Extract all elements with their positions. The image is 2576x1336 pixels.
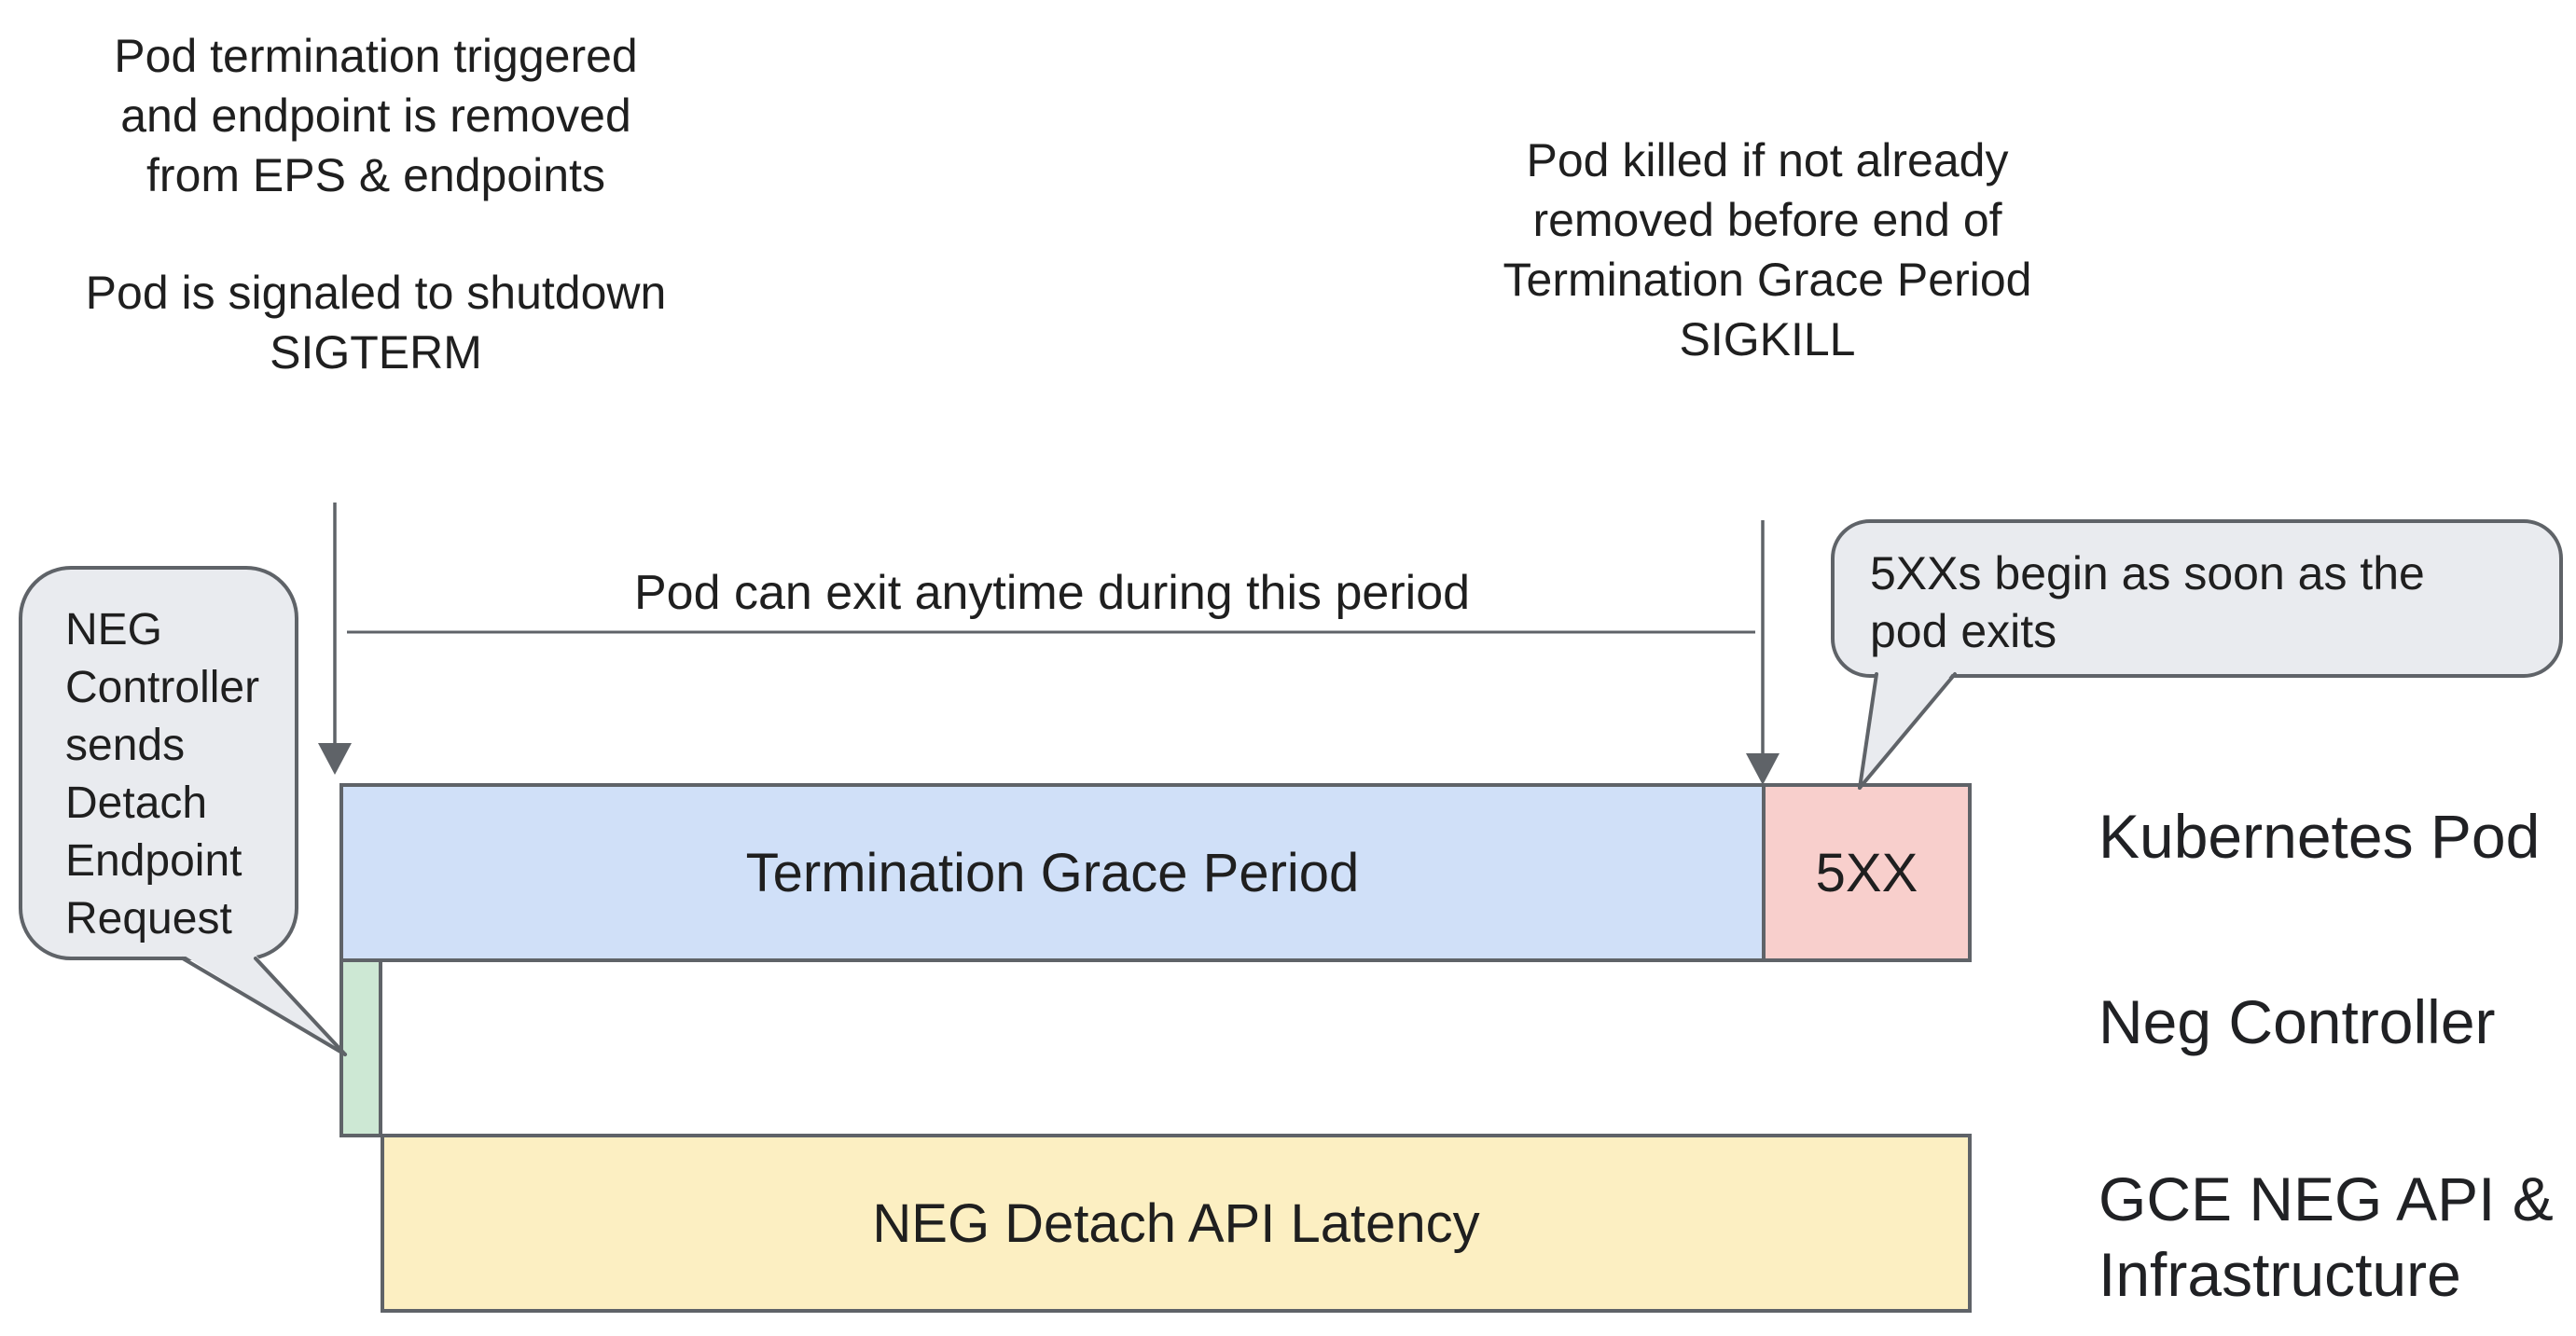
note-pod-termination: Pod termination triggered and endpoint i… [49, 26, 702, 382]
row-label-gce-neg-api: GCE NEG API & Infrastructure [2098, 1162, 2554, 1313]
right-bubble-tail-edge [1858, 672, 1878, 790]
neg-detach-latency-bar: NEG Detach API Latency [381, 1134, 1972, 1313]
row-label-line: Infrastructure [2098, 1240, 2461, 1309]
note-line: Pod killed if not already [1526, 134, 2009, 186]
row-label-neg-controller: Neg Controller [2098, 987, 2496, 1056]
note-line: removed before end of [1532, 194, 2002, 246]
note-line: SIGKILL [1679, 313, 1856, 365]
note-line: SIGTERM [270, 326, 482, 379]
note-line: and endpoint is removed [120, 90, 631, 142]
neg-controller-bar [339, 958, 382, 1137]
callout-line: Detach [65, 778, 208, 828]
callout-line: 5XXs begin as soon as the [1870, 547, 2425, 599]
callout-line: sends [65, 721, 186, 770]
fivexx-callout: 5XXs begin as soon as the pod exits [1831, 519, 2563, 678]
sigkill-arrowhead-icon [1746, 753, 1780, 785]
fivexx-segment: 5XX [1762, 787, 1968, 958]
callout-line: NEG [65, 605, 163, 654]
row-label-kubernetes-pod: Kubernetes Pod [2098, 802, 2541, 871]
fivexx-label: 5XX [1815, 842, 1918, 903]
kubernetes-pod-bar: Termination Grace Period 5XX [339, 783, 1972, 962]
note-line: Pod termination triggered [114, 30, 638, 82]
row-label-line: GCE NEG API & [2098, 1164, 2554, 1233]
period-label: Pod can exit anytime during this period [633, 566, 1471, 620]
note-line: Termination Grace Period [1503, 254, 2032, 306]
paragraph-gap [49, 205, 702, 263]
left-bubble-tail-edge [181, 957, 347, 1056]
neg-controller-callout: NEG Controller sends Detach Endpoint Req… [19, 566, 298, 960]
termination-grace-period-segment: Termination Grace Period [343, 787, 1762, 958]
left-bubble-tail [183, 955, 345, 1054]
note-pod-killed: Pod killed if not already removed before… [1460, 131, 2075, 369]
left-bubble-tail-edge [254, 957, 347, 1056]
right-bubble-tail-edge [1858, 672, 1957, 790]
callout-line: Endpoint [65, 836, 242, 886]
sigterm-arrowhead-icon [318, 743, 352, 775]
right-bubble-tail [1860, 670, 1955, 788]
grace-period-label: Termination Grace Period [745, 842, 1360, 903]
callout-line: pod exits [1870, 605, 2057, 657]
note-line: from EPS & endpoints [146, 149, 605, 201]
callout-line: Request [65, 894, 232, 943]
note-line: Pod is signaled to shutdown [85, 267, 667, 319]
neg-detach-label: NEG Detach API Latency [872, 1192, 1480, 1254]
callout-line: Controller [65, 663, 260, 712]
